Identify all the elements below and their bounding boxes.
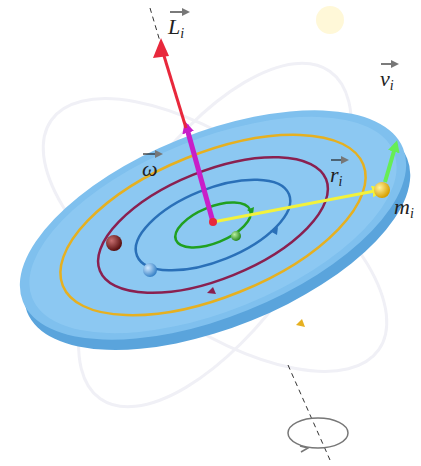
mass-label: mi xyxy=(394,196,414,221)
vector-label: Li xyxy=(168,16,184,41)
vector-label: ri xyxy=(330,164,342,189)
vector-label: ω xyxy=(142,158,158,180)
vector-label: vi xyxy=(380,68,394,93)
